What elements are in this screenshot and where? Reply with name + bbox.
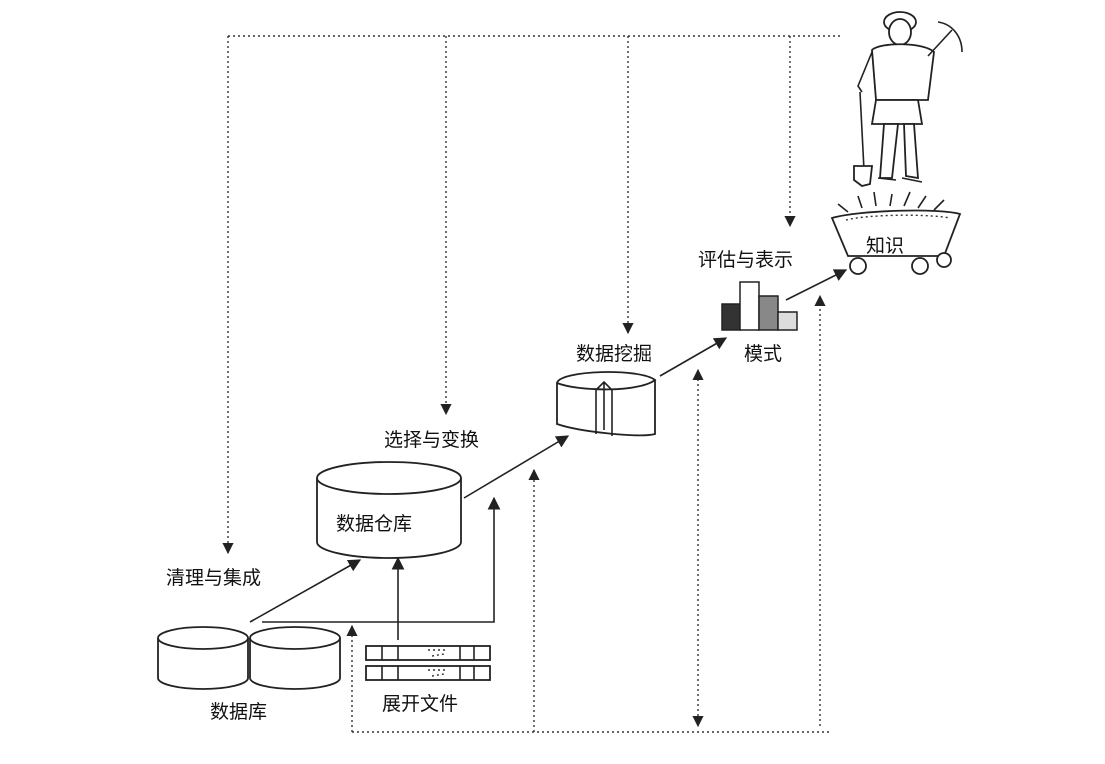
top-feedback-lines (222, 35, 840, 555)
miner-icon (853, 11, 963, 187)
process-arrows (249, 269, 848, 640)
flat-file-icon (365, 645, 491, 681)
step-label-selection-transformation: 选择与变换 (384, 429, 479, 451)
arrow-db-to-warehouse (249, 559, 362, 623)
database-icon (157, 626, 341, 690)
data-mining-icon (555, 371, 657, 437)
arrow-mining-to-pattern (659, 337, 728, 377)
database-label: 数据库 (210, 701, 267, 723)
pattern-label: 模式 (744, 343, 782, 365)
data-warehouse-icon (316, 461, 462, 559)
bottom-feedback-lines (346, 294, 832, 733)
mine-cart-icon (830, 191, 962, 275)
data-mining-node-label: 数据挖掘 (576, 343, 652, 365)
step-label-evaluation-presentation: 评估与表示 (698, 249, 793, 271)
arrow-warehouse-to-mining (463, 435, 570, 499)
data-warehouse-label: 数据仓库 (336, 513, 412, 535)
pattern-icon (721, 281, 798, 331)
flat-file-label: 展开文件 (382, 693, 458, 715)
arrow-db-to-selection (262, 496, 501, 623)
knowledge-label: 知识 (866, 235, 904, 257)
arrow-pattern-to-knowledge (785, 269, 848, 301)
step-label-cleaning-integration: 清理与集成 (166, 567, 261, 589)
